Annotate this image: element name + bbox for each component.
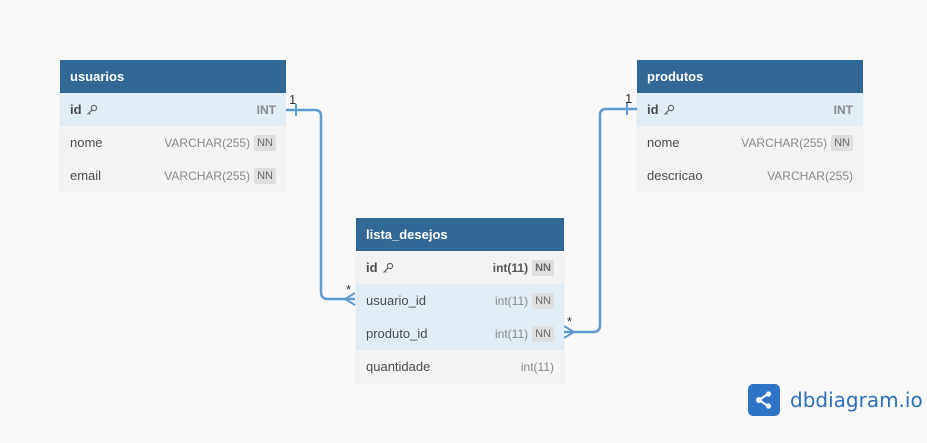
field-name: usuario_id (366, 293, 426, 308)
field-type: int(11) (520, 359, 554, 374)
brand-name: dbdiagram.io (790, 388, 923, 412)
not-null-badge: NN (831, 134, 853, 151)
field-type: VARCHAR(255)NN (741, 134, 853, 151)
not-null-badge: NN (532, 259, 554, 276)
field-row[interactable]: usuario_id int(11)NN (356, 284, 564, 317)
field-row[interactable]: nome VARCHAR(255)NN (60, 126, 286, 159)
field-row[interactable]: id INT (637, 93, 863, 126)
table-header[interactable]: usuarios (60, 60, 286, 93)
not-null-badge: NN (254, 167, 276, 184)
key-icon (86, 104, 97, 115)
field-name: produto_id (366, 326, 428, 341)
not-null-badge: NN (532, 292, 554, 309)
field-type: int(11)NN (495, 325, 554, 342)
field-row[interactable]: email VARCHAR(255)NN (60, 159, 286, 192)
field-row[interactable]: id int(11)NN (356, 251, 564, 284)
key-icon (382, 262, 393, 273)
field-type: int(11)NN (495, 292, 554, 309)
not-null-badge: NN (532, 325, 554, 342)
relationship-line-usuarios-lista[interactable] (286, 108, 355, 301)
field-row[interactable]: id INT (60, 93, 286, 126)
table-produtos[interactable]: produtos id INT nome VARCHAR(255)NN desc… (637, 60, 863, 192)
field-row[interactable]: produto_id int(11)NN (356, 317, 564, 350)
field-name: quantidade (366, 359, 431, 374)
field-type: VARCHAR(255) (767, 168, 853, 183)
cardinality-label: 1 (625, 91, 633, 106)
table-header[interactable]: lista_desejos (356, 218, 564, 251)
field-type: int(11)NN (493, 259, 554, 276)
table-lista-desejos[interactable]: lista_desejos id int(11)NN usuario_id in… (356, 218, 564, 383)
not-null-badge: NN (254, 134, 276, 151)
field-type: VARCHAR(255)NN (164, 134, 276, 151)
table-header[interactable]: produtos (637, 60, 863, 93)
share-nodes-icon (748, 384, 780, 416)
field-name: descricao (647, 168, 703, 183)
cardinality-label: * (346, 282, 352, 297)
field-row[interactable]: quantidade int(11) (356, 350, 564, 383)
field-name: email (70, 168, 102, 183)
cardinality-label: * (567, 314, 573, 329)
field-type: VARCHAR(255)NN (164, 167, 276, 184)
relationship-line-produtos-lista[interactable] (564, 107, 637, 334)
brand-link[interactable]: dbdiagram.io (748, 384, 923, 416)
field-name: nome (70, 135, 103, 150)
table-usuarios[interactable]: usuarios id INT nome VARCHAR(255)NN emai… (60, 60, 286, 192)
field-name: id (647, 102, 675, 117)
field-type: INT (833, 102, 853, 117)
field-name: nome (647, 135, 680, 150)
field-type: INT (256, 102, 276, 117)
field-row[interactable]: nome VARCHAR(255)NN (637, 126, 863, 159)
field-row[interactable]: descricao VARCHAR(255) (637, 159, 863, 192)
cardinality-label: 1 (289, 92, 297, 107)
field-name: id (70, 102, 98, 117)
key-icon (663, 104, 674, 115)
field-name: id (366, 260, 394, 275)
